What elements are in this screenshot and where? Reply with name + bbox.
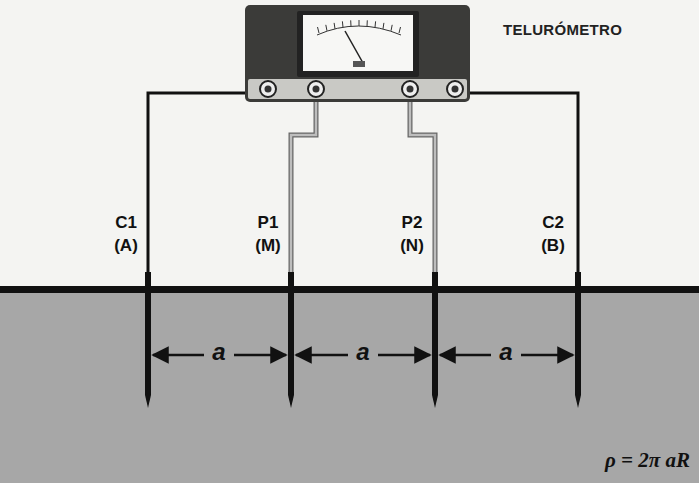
electrode-label: P2 (N) — [392, 212, 432, 258]
spacing-label: a — [209, 340, 228, 364]
meter-face — [245, 5, 470, 102]
electrodes — [145, 272, 581, 408]
spacing-label: a — [353, 340, 372, 364]
electrode-label: C1 (A) — [106, 212, 146, 258]
spacing-label: a — [496, 340, 515, 364]
ground-line — [0, 286, 699, 293]
device-title: TELURÓMETRO — [503, 21, 622, 38]
soil — [0, 290, 699, 483]
formula-label: ρ = 2π aR — [605, 448, 690, 473]
electrode-label: P1 (M) — [248, 212, 288, 258]
wires — [148, 93, 578, 288]
electrode-label: C2 (B) — [533, 212, 573, 258]
meter-device: TELURÓMETRO — [245, 5, 470, 102]
